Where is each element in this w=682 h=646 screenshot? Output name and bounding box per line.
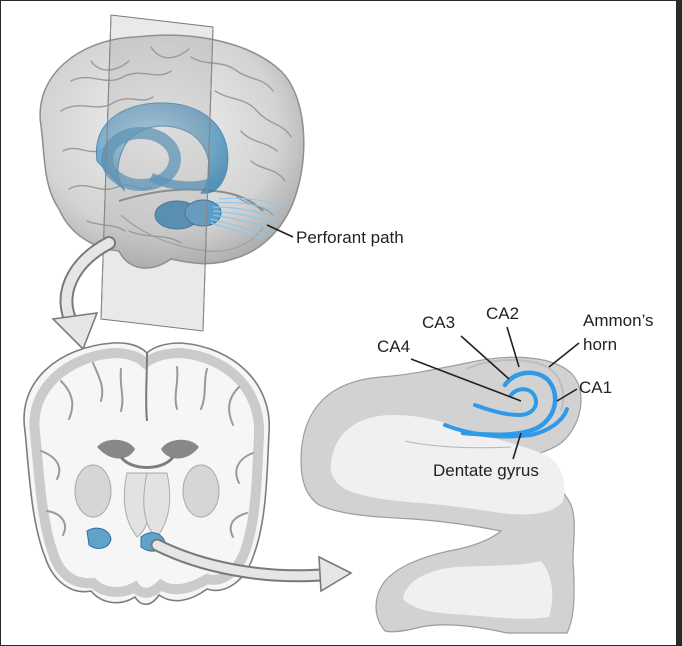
ca4-curl-line (473, 387, 538, 418)
ammons-horn-label-line1: Ammon’s (583, 311, 654, 330)
hippocampal-white-matter (330, 415, 565, 515)
coronal-brain-section (23, 342, 270, 606)
ca4-label: CA4 (377, 337, 410, 356)
whole-brain-illustration (39, 14, 305, 332)
hippocampus-cross-section (300, 356, 582, 634)
perforant-path-label: Perforant path (296, 228, 404, 247)
dentate-gyrus-line (443, 407, 569, 439)
ammons-horn-label-line2: horn (583, 335, 617, 354)
perforant-path-label-group: Perforant path (266, 224, 404, 247)
coronal-sulci (40, 362, 254, 538)
arrow-to-coronal-section (51, 236, 116, 351)
lower-white-matter (403, 561, 553, 619)
arrow-to-hippocampus-detail (150, 538, 353, 593)
hippocampus-3d (95, 102, 229, 230)
ca1-label: CA1 (579, 378, 612, 397)
leader-lines (410, 326, 580, 460)
section-plane (100, 14, 214, 332)
dentate-gyrus-label: Dentate gyrus (433, 461, 539, 480)
ca2-label: CA2 (486, 304, 519, 323)
perforant-path-fibers (210, 197, 284, 240)
ca3-label: CA3 (422, 313, 455, 332)
hippocampus-labels: CA3 CA2 Ammon’s horn CA4 CA1 Dentate gyr… (377, 304, 654, 480)
left-hippocampus (86, 527, 112, 549)
